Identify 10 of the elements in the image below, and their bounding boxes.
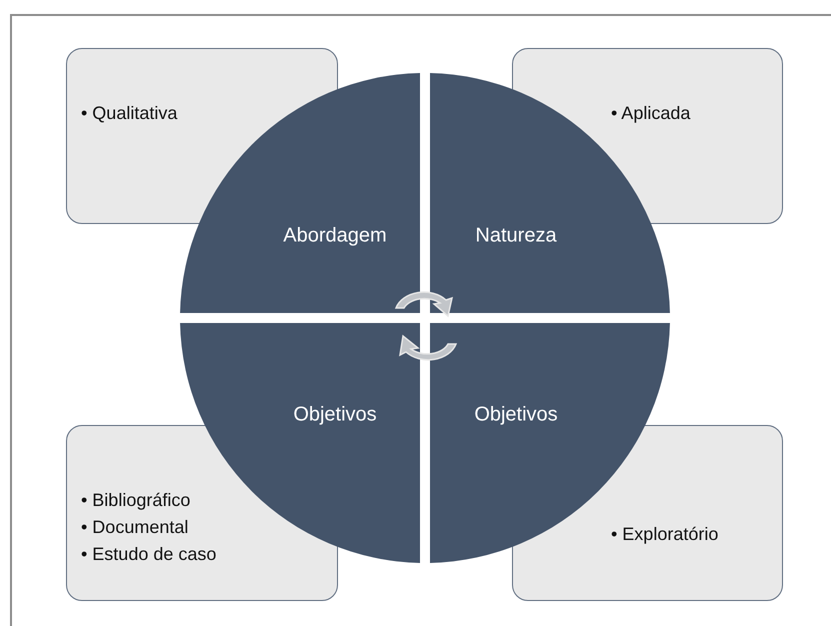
- quadrant-label: Objetivos: [293, 404, 377, 426]
- quadrant-label: Natureza: [475, 224, 557, 248]
- bullet-item: • Documental: [81, 517, 188, 538]
- bullet-item: • Exploratório: [611, 524, 718, 545]
- quadrant-label: Objetivos: [474, 404, 558, 426]
- bullet-item: • Estudo de caso: [81, 544, 216, 565]
- bullet-item: • Qualitativa: [81, 103, 178, 124]
- bullet-item: • Aplicada: [611, 103, 690, 124]
- quadrant-label: Abordagem: [283, 224, 387, 248]
- bullet-item: • Bibliográfico: [81, 490, 190, 511]
